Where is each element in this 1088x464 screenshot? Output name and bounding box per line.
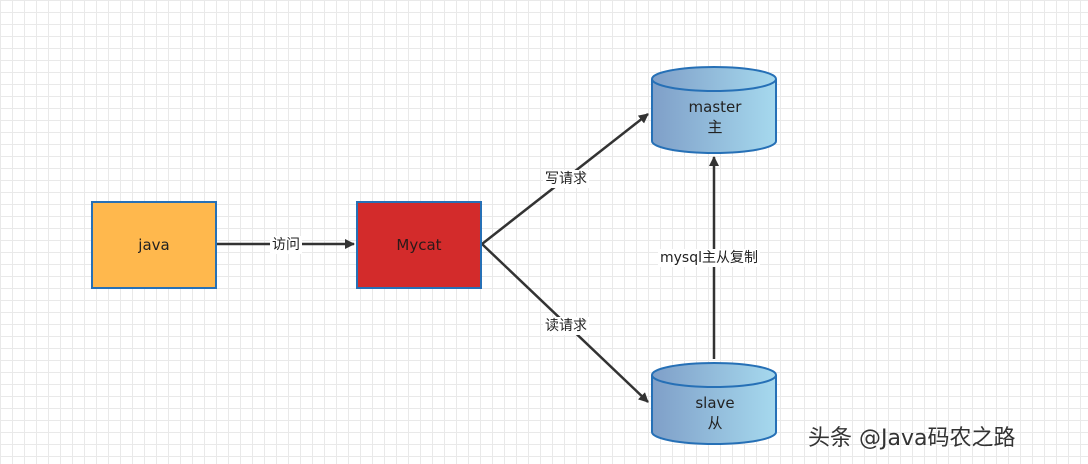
master-db-role: 主	[707, 118, 723, 136]
mycat-node-label: Mycat	[396, 236, 442, 254]
mycat-node: Mycat	[356, 201, 482, 289]
watermark: 头条 @Java码农之路	[808, 426, 1016, 451]
master-db-name: master	[688, 98, 742, 116]
slave-db-role: 从	[707, 414, 723, 432]
edge-label-visit: 访问	[270, 236, 302, 254]
master-db-label: master 主	[652, 97, 778, 137]
edge-label-replication: mysql主从复制	[658, 249, 760, 267]
java-node-label: java	[138, 236, 170, 254]
java-node: java	[91, 201, 217, 289]
edge-label-write: 写请求	[543, 170, 589, 188]
master-db-cylinder	[651, 66, 777, 154]
slave-db-label: slave 从	[652, 393, 778, 433]
slave-db-name: slave	[695, 394, 735, 412]
edge-label-read: 读请求	[543, 317, 589, 335]
slave-db-cylinder	[651, 362, 777, 445]
